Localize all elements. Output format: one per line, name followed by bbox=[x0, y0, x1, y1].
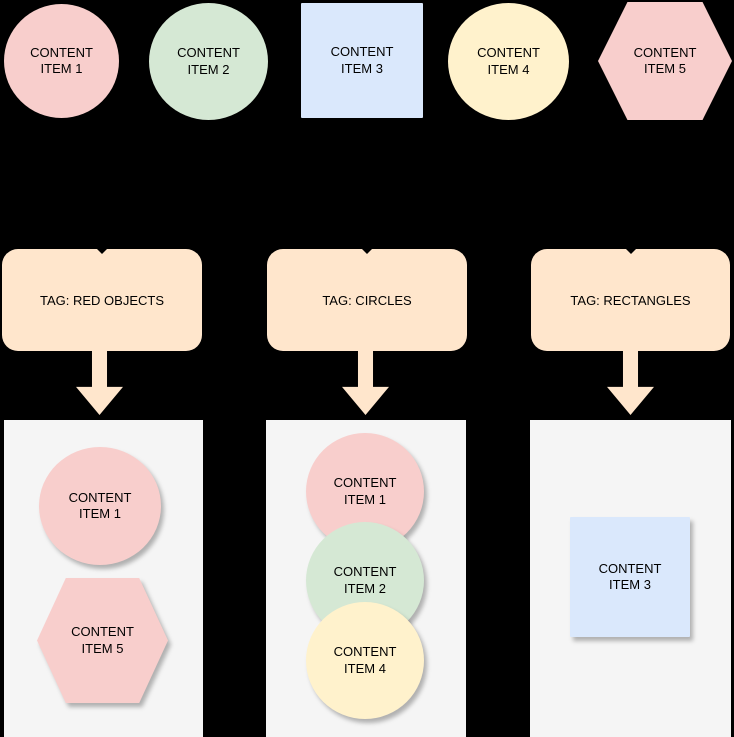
bin-item-shape: CONTENT ITEM 3 bbox=[570, 517, 690, 637]
bin-red-item-5-label: CONTENT ITEM 5 bbox=[71, 624, 134, 656]
bin-circles: CONTENT ITEM 1 CONTENT ITEM 2 CONTENT IT… bbox=[266, 420, 466, 737]
tag-circles-label: TAG: CIRCLES bbox=[322, 292, 412, 308]
connector-arrowhead-icon bbox=[362, 249, 372, 254]
content-item-1-shape: CONTENT ITEM 1 bbox=[4, 4, 119, 118]
down-arrow-icon bbox=[76, 351, 123, 415]
content-item-3-label: CONTENT ITEM 3 bbox=[330, 44, 394, 76]
content-item-4-label: CONTENT ITEM 4 bbox=[477, 45, 540, 77]
down-arrow-icon bbox=[342, 351, 389, 415]
down-arrow-icon bbox=[607, 351, 654, 415]
bin-red-item-1-label: CONTENT ITEM 1 bbox=[68, 489, 132, 521]
bin-red-item-5-shape: CONTENT ITEM 5 bbox=[37, 578, 168, 703]
bin-item-shape: CONTENT ITEM 5 bbox=[37, 578, 168, 703]
bin-rectangles: CONTENT ITEM 3 bbox=[530, 420, 731, 737]
bin-circles-item-4-label: CONTENT ITEM 4 bbox=[333, 644, 397, 676]
content-item-2-label: CONTENT ITEM 2 bbox=[177, 45, 240, 77]
content-item-2-shape: CONTENT ITEM 2 bbox=[149, 3, 268, 120]
bin-red-objects: CONTENT ITEM 1 CONTENT ITEM 5 bbox=[4, 420, 203, 737]
bin-circles-item-1-label: CONTENT ITEM 1 bbox=[333, 475, 397, 507]
content-item-4-shape: CONTENT ITEM 4 bbox=[448, 3, 569, 120]
bin-item-shape: CONTENT ITEM 1 bbox=[39, 447, 161, 565]
content-item-5-label: CONTENT ITEM 5 bbox=[633, 44, 697, 76]
bin-item-shape: CONTENT ITEM 4 bbox=[306, 602, 424, 719]
tag-rectangles-label: TAG: RECTANGLES bbox=[570, 292, 691, 308]
bin-red-item-1-shape: CONTENT ITEM 1 bbox=[39, 447, 161, 565]
tag-red-objects-label: TAG: RED OBJECTS bbox=[40, 292, 164, 308]
content-item-3-shape: CONTENT ITEM 3 bbox=[301, 3, 423, 118]
bin-rect-item-3-label: CONTENT ITEM 3 bbox=[598, 560, 662, 592]
tag-rectangles-box: TAG: RECTANGLES bbox=[531, 249, 730, 351]
bin-rect-item-3-shape: CONTENT ITEM 3 bbox=[570, 517, 690, 637]
content-item-5-shape: CONTENT ITEM 5 bbox=[598, 2, 732, 120]
content-item-1-label: CONTENT ITEM 1 bbox=[30, 44, 93, 76]
bin-circles-item-2-label: CONTENT ITEM 2 bbox=[333, 564, 397, 596]
connector-arrowhead-icon bbox=[625, 249, 636, 254]
tag-red-objects-box: TAG: RED OBJECTS bbox=[2, 249, 202, 351]
tag-circles-box: TAG: CIRCLES bbox=[267, 249, 467, 351]
connector-arrowhead-icon bbox=[97, 249, 107, 254]
bin-circles-item-4-shape: CONTENT ITEM 4 bbox=[306, 602, 424, 719]
